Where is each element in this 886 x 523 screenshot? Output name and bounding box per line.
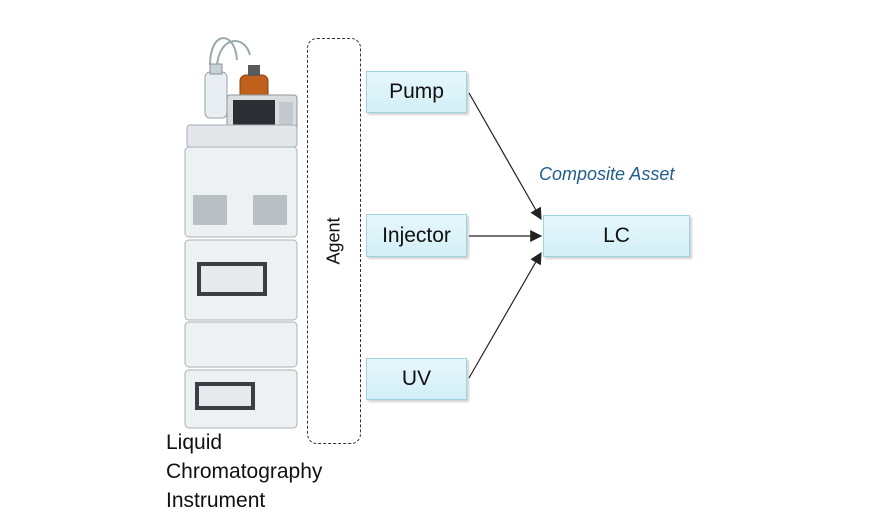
instrument-caption: Liquid Chromatography Instrument: [166, 428, 366, 515]
uv-label: UV: [401, 367, 432, 390]
caption-line-1: Liquid: [166, 431, 223, 454]
uv-to-lc-arrow: [468, 251, 542, 379]
pump-node: Pump: [366, 71, 467, 113]
caption-line-2: Chromatography: [166, 460, 323, 483]
lc-label: LC: [603, 224, 630, 247]
pump-label: Pump: [389, 80, 444, 103]
lc-node: LC: [543, 215, 690, 257]
injector-label: Injector: [382, 223, 451, 247]
agent-container: Agent: [307, 38, 361, 444]
caption-line-3: Instrument: [166, 489, 266, 512]
composite-asset-label: Composite Asset: [539, 164, 675, 184]
pump-to-lc-arrow: [468, 92, 542, 221]
injector-node: Injector: [366, 214, 467, 257]
uv-node: UV: [366, 358, 467, 400]
lc-instrument-image: [184, 37, 298, 429]
